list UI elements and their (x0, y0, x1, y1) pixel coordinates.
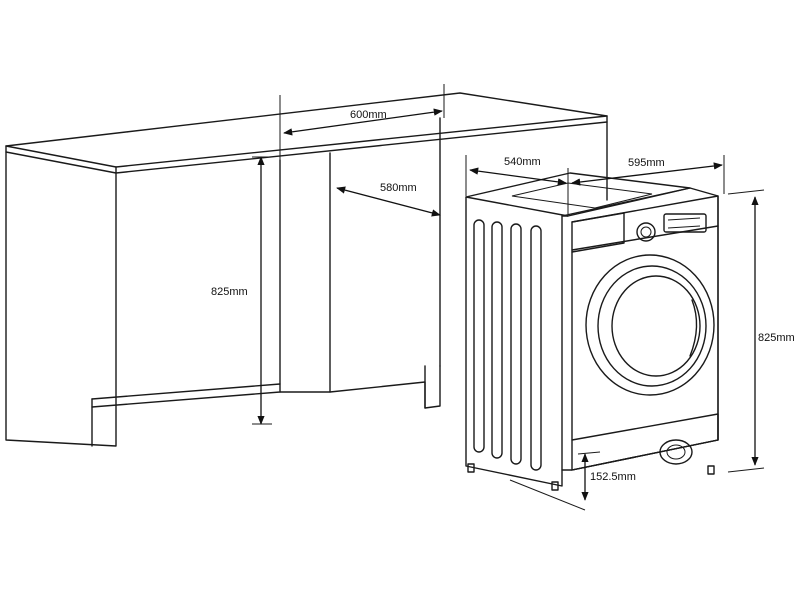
detergent-drawer (571, 212, 625, 253)
door-outer-ring (585, 254, 715, 396)
program-knob (636, 222, 656, 242)
cabinet-depth-label: 580mm (380, 182, 417, 194)
control-panel-divider (571, 225, 719, 251)
machine-height-label: 825mm (758, 332, 795, 344)
cabinet-height-dimension: 825mm (211, 156, 272, 425)
pump-filter-cap (659, 439, 693, 465)
side-rib-4 (530, 225, 542, 471)
machine-width-label: 595mm (628, 157, 665, 169)
machine-depth-dimension: 540mm (465, 155, 569, 214)
machine-top-face (465, 172, 691, 217)
cabinet-width-label: 600mm (350, 109, 387, 121)
machine-side-panel (465, 196, 569, 487)
machine-depth-label: 540mm (504, 156, 541, 168)
cabinet-height-label: 825mm (211, 286, 248, 298)
opening-right-plinth (424, 365, 441, 409)
machine-foot-3 (707, 465, 715, 475)
door-offset-dimension: 152.5mm (509, 451, 636, 511)
cabinet-width-dimension: 600mm (283, 108, 443, 136)
machine-top-inner (511, 182, 653, 209)
door-handle (689, 299, 698, 357)
door-middle-ring (597, 265, 707, 387)
side-rib-3 (510, 223, 522, 465)
machine-height-dimension: 825mm (727, 189, 795, 473)
kickplate (571, 413, 719, 471)
door-offset-label: 152.5mm (590, 471, 636, 483)
machine-width-dimension: 595mm (571, 155, 725, 194)
machine-foot-2 (551, 481, 559, 491)
side-rib-2 (491, 221, 503, 459)
side-rib-1 (473, 219, 485, 453)
cabinet-depth-dimension: 580mm (336, 182, 441, 217)
cabinet-front-panel (5, 151, 117, 447)
display-panel (663, 213, 707, 233)
opening-back-floor (279, 381, 426, 409)
machine-foot-1 (467, 463, 475, 473)
washing-machine (465, 172, 719, 491)
countertop-front-edge (5, 145, 117, 174)
cabinet-plinth-top (91, 383, 281, 408)
kitchen-cabinet (5, 84, 608, 447)
door-glass (611, 275, 701, 377)
